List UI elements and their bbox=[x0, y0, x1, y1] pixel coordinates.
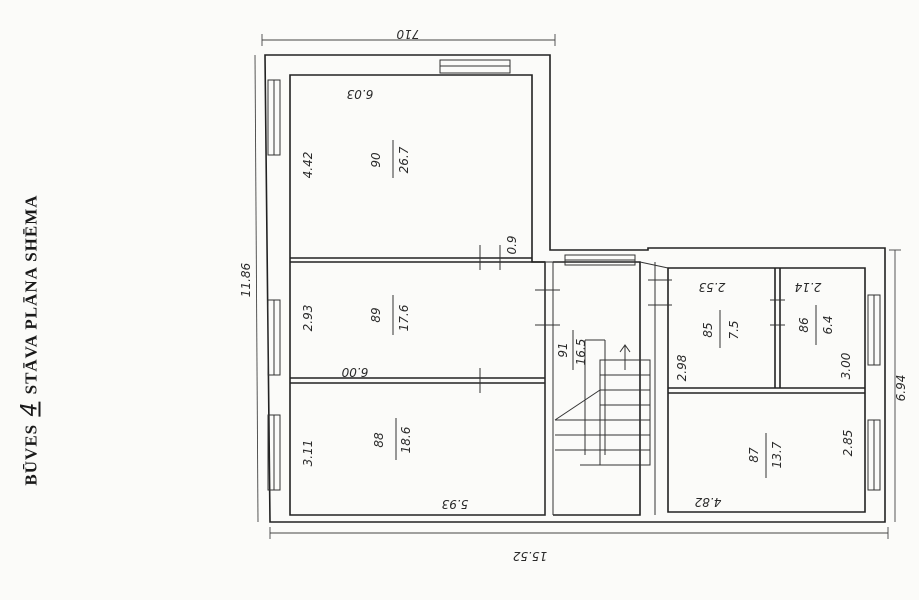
room-87: 87 13.7 4.82 2.85 bbox=[695, 430, 855, 509]
room-86: 86 6.4 2.14 3.00 bbox=[795, 280, 853, 379]
room-width: 6.03 bbox=[347, 87, 374, 101]
room-depth: 3.11 bbox=[301, 440, 315, 467]
room-88: 88 18.6 5.93 3.11 bbox=[301, 418, 468, 511]
door-label: 0.9 bbox=[505, 235, 519, 254]
room-area: 16.5 bbox=[574, 339, 588, 366]
room-90: 90 26.7 6.03 4.42 0.9 bbox=[301, 87, 519, 255]
room-id: 89 bbox=[369, 307, 383, 322]
room-area: 26.7 bbox=[397, 146, 411, 173]
doors bbox=[479, 245, 785, 393]
room-91: 91 16.5 bbox=[556, 330, 588, 370]
room-width: 4.82 bbox=[695, 495, 722, 509]
staircase bbox=[554, 339, 651, 466]
room-width: 6.00 bbox=[341, 365, 368, 379]
room-id: 90 bbox=[369, 152, 383, 168]
outer-walls bbox=[264, 54, 886, 523]
room-id: 87 bbox=[747, 447, 761, 463]
room-depth: 2.93 bbox=[301, 305, 315, 332]
dim-bottom-width: 15.52 bbox=[513, 549, 547, 563]
room-width: 2.53 bbox=[699, 280, 726, 294]
room-width: 5.93 bbox=[442, 497, 469, 511]
room-labels: 90 26.7 6.03 4.42 0.9 89 17.6 6.00 2.93 … bbox=[301, 87, 855, 511]
room-id: 88 bbox=[372, 432, 386, 448]
room-area: 13.7 bbox=[770, 441, 784, 468]
room-area: 7.5 bbox=[727, 320, 741, 339]
room-depth: 2.85 bbox=[841, 430, 855, 457]
room-area: 17.6 bbox=[397, 304, 411, 331]
room-id: 86 bbox=[797, 317, 811, 333]
room-area: 18.6 bbox=[399, 426, 413, 453]
dim-right-height: 6.94 bbox=[894, 375, 908, 402]
windows bbox=[267, 59, 881, 491]
room-depth: 3.00 bbox=[839, 352, 853, 379]
dimension-lines bbox=[254, 34, 901, 539]
room-id: 85 bbox=[701, 322, 715, 337]
dim-top-width: 710 bbox=[396, 27, 419, 41]
interior-walls bbox=[290, 257, 865, 515]
room-depth: 4.42 bbox=[301, 152, 315, 179]
room-id: 91 bbox=[556, 342, 570, 357]
room-width: 2.14 bbox=[795, 280, 822, 294]
dim-left-height: 11.86 bbox=[239, 262, 253, 297]
dimension-texts: 710 15.52 11.86 6.94 bbox=[239, 27, 908, 563]
room-89: 89 17.6 6.00 2.93 bbox=[301, 295, 411, 379]
room-depth: 2.98 bbox=[675, 354, 689, 381]
room-area: 6.4 bbox=[821, 315, 835, 334]
room-85: 85 7.5 2.53 2.98 bbox=[675, 280, 741, 381]
